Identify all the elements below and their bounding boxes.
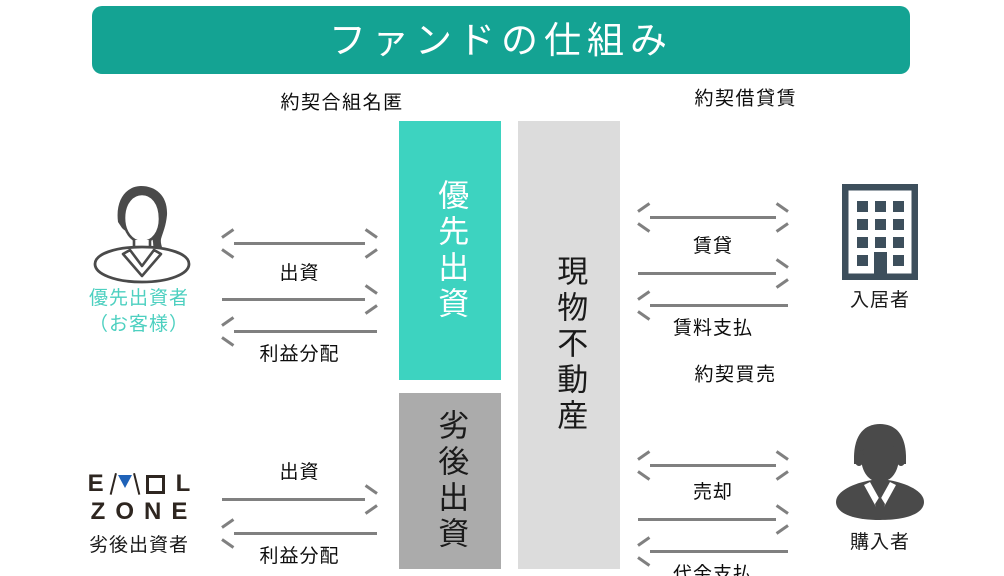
- column-subordinated-investment: 劣後出資: [399, 393, 501, 569]
- logo-letter-o-square: [145, 474, 165, 494]
- diagram-title-banner: ファンドの仕組み: [92, 6, 910, 74]
- logo-blue-triangle-icon: [117, 475, 132, 488]
- actor-buyer: 購入者: [795, 420, 965, 556]
- flow-right-top-contract-arrow: [638, 206, 788, 228]
- actor-senior-investor-label-line1: 優先出資者: [88, 288, 189, 309]
- actor-senior-investor: 優先出資者 （お客様）: [54, 182, 224, 337]
- flow-right-bottom-row3-label: 代金支払: [672, 564, 753, 576]
- woman-avatar-icon: [83, 182, 195, 286]
- apartment-building-icon: [842, 184, 918, 280]
- flow-right-top-row3-label: 賃料支払: [672, 318, 753, 339]
- flow-left-bottom-row2-arrow: [222, 522, 377, 544]
- flow-left-top-contract-arrow: [222, 232, 377, 254]
- column-senior-investment: 優先出資: [399, 121, 501, 380]
- logo-letter-z: Z: [90, 498, 106, 525]
- actor-tenant: 入居者: [795, 184, 965, 314]
- flow-left-bottom-row2-label: 利益分配: [259, 546, 340, 567]
- flow-left-top-contract-label: 匿名組合契約: [277, 92, 402, 113]
- flow-right-bottom-row3-arrow: [638, 540, 788, 562]
- flow-left-top-row2-arrow: [222, 288, 377, 310]
- flow-right-top-row2-label: 賃貸: [692, 236, 733, 257]
- column-physical-real-estate-label: 現物不動産: [552, 255, 588, 435]
- flow-left-top-row2-label: 出資: [279, 263, 320, 284]
- flow-right-bottom-contract-label: 売買契約: [691, 364, 775, 385]
- logo-letter-l: L: [175, 470, 191, 497]
- flow-right-top-row2-arrow: [638, 262, 788, 284]
- logo-letter-v-with-triangle: [115, 472, 135, 496]
- page-title: ファンドの仕組み: [329, 19, 673, 61]
- flow-right-top-contract-label: 賃貸借契約: [691, 88, 795, 109]
- evolzone-logo: E L Z O N E: [88, 472, 191, 524]
- flow-right-bottom-row2-label: 売却: [692, 482, 733, 503]
- flow-right-bottom-row2-arrow: [638, 508, 788, 530]
- actor-tenant-label: 入居者: [849, 290, 910, 311]
- flow-left-top-row3-arrow: [222, 320, 377, 342]
- actor-subordinated-investor: E L Z O N E 劣後出資者: [54, 472, 224, 559]
- column-senior-investment-label: 優先出資: [433, 178, 469, 323]
- flow-left-bottom-row1-arrow: [222, 488, 377, 510]
- logo-letter-e: E: [87, 470, 104, 497]
- businessman-avatar-icon: [832, 420, 928, 524]
- flow-right-bottom-contract-arrow: [638, 454, 788, 476]
- logo-letter-o2: O: [115, 498, 134, 525]
- flow-left-top-row3-label: 利益分配: [259, 344, 340, 365]
- logo-letter-n: N: [143, 498, 162, 525]
- actor-subordinated-investor-label: 劣後出資者: [88, 535, 189, 556]
- column-physical-real-estate: 現物不動産: [518, 121, 620, 569]
- flow-left-bottom-row1-label: 出資: [279, 462, 320, 483]
- logo-letter-e2: E: [171, 498, 188, 525]
- column-subordinated-investment-label: 劣後出資: [433, 409, 469, 553]
- actor-buyer-label: 購入者: [849, 532, 910, 553]
- flow-right-top-row3-arrow: [638, 294, 788, 316]
- actor-senior-investor-label-line2: （お客様）: [88, 313, 189, 335]
